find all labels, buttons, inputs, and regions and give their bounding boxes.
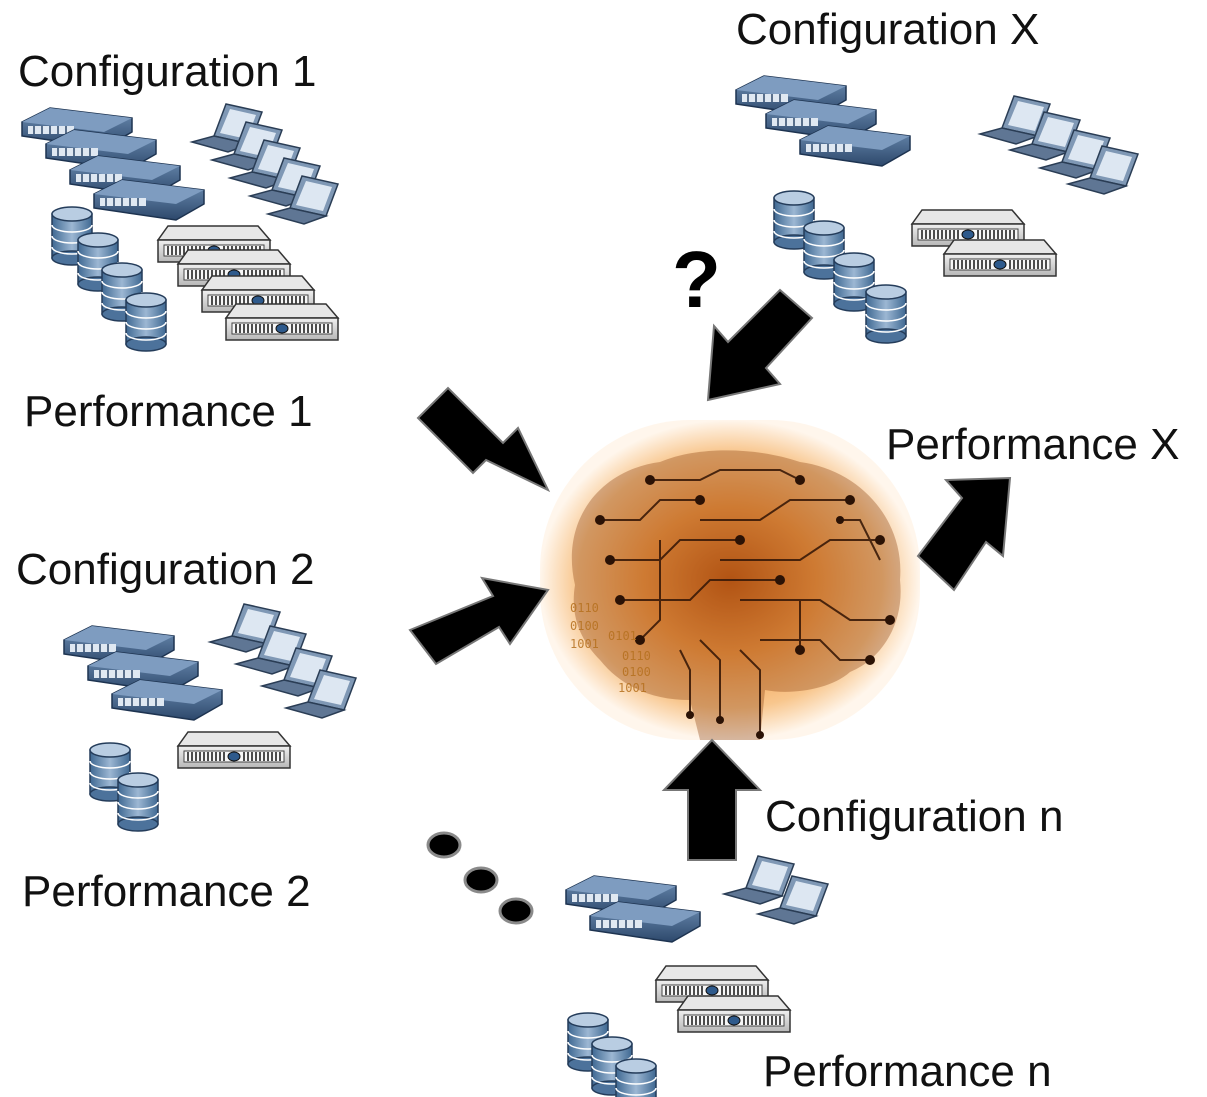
circuit-traces: [600, 469, 890, 735]
svg-text:0100: 0100: [570, 619, 599, 633]
server-icon: [677, 995, 791, 1033]
config-group-2: [63, 603, 357, 832]
svg-text:0110: 0110: [570, 601, 599, 615]
config-1-label: Configuration 1: [18, 47, 317, 96]
switch-icon: [799, 125, 911, 167]
server-icon: [225, 303, 339, 341]
server-icon: [177, 731, 291, 769]
switch-icon: [93, 179, 205, 221]
svg-text:0110: 0110: [622, 649, 651, 663]
brain-circuit-icon: 0110 0100 1001 0101 0110 0100 1001: [540, 420, 920, 740]
database-icon: [865, 284, 907, 344]
ellipsis-dots: [426, 831, 534, 925]
performance-n-label: Performance n: [763, 1047, 1052, 1096]
svg-text:1001: 1001: [618, 681, 647, 695]
performance-2-label: Performance 2: [22, 867, 311, 916]
database-icon: [117, 772, 159, 832]
database-icon: [615, 1058, 657, 1097]
binary-text: 0110 0100 1001 0101 0110 0100 1001: [570, 601, 651, 695]
config-group-1: [21, 103, 339, 352]
arrow-icon: [661, 738, 763, 861]
config-2-label: Configuration 2: [16, 545, 315, 594]
svg-text:0101: 0101: [608, 629, 637, 643]
arrow-icon: [416, 386, 551, 493]
arrow-icon: [916, 476, 1012, 592]
svg-text:0100: 0100: [622, 665, 651, 679]
config-n-label: Configuration n: [765, 792, 1064, 841]
switch-icon: [589, 901, 701, 943]
arrow-icon: [706, 288, 814, 402]
svg-text:1001: 1001: [570, 637, 599, 651]
performance-1-label: Performance 1: [24, 387, 313, 436]
question-mark: ?: [672, 235, 721, 324]
arrow-icon: [408, 576, 550, 666]
config-x-label: Configuration X: [736, 5, 1040, 54]
performance-x-label: Performance X: [886, 420, 1180, 469]
arrows: [408, 288, 1012, 861]
switch-icon: [111, 679, 223, 721]
server-icon: [943, 239, 1057, 277]
database-icon: [125, 292, 167, 352]
